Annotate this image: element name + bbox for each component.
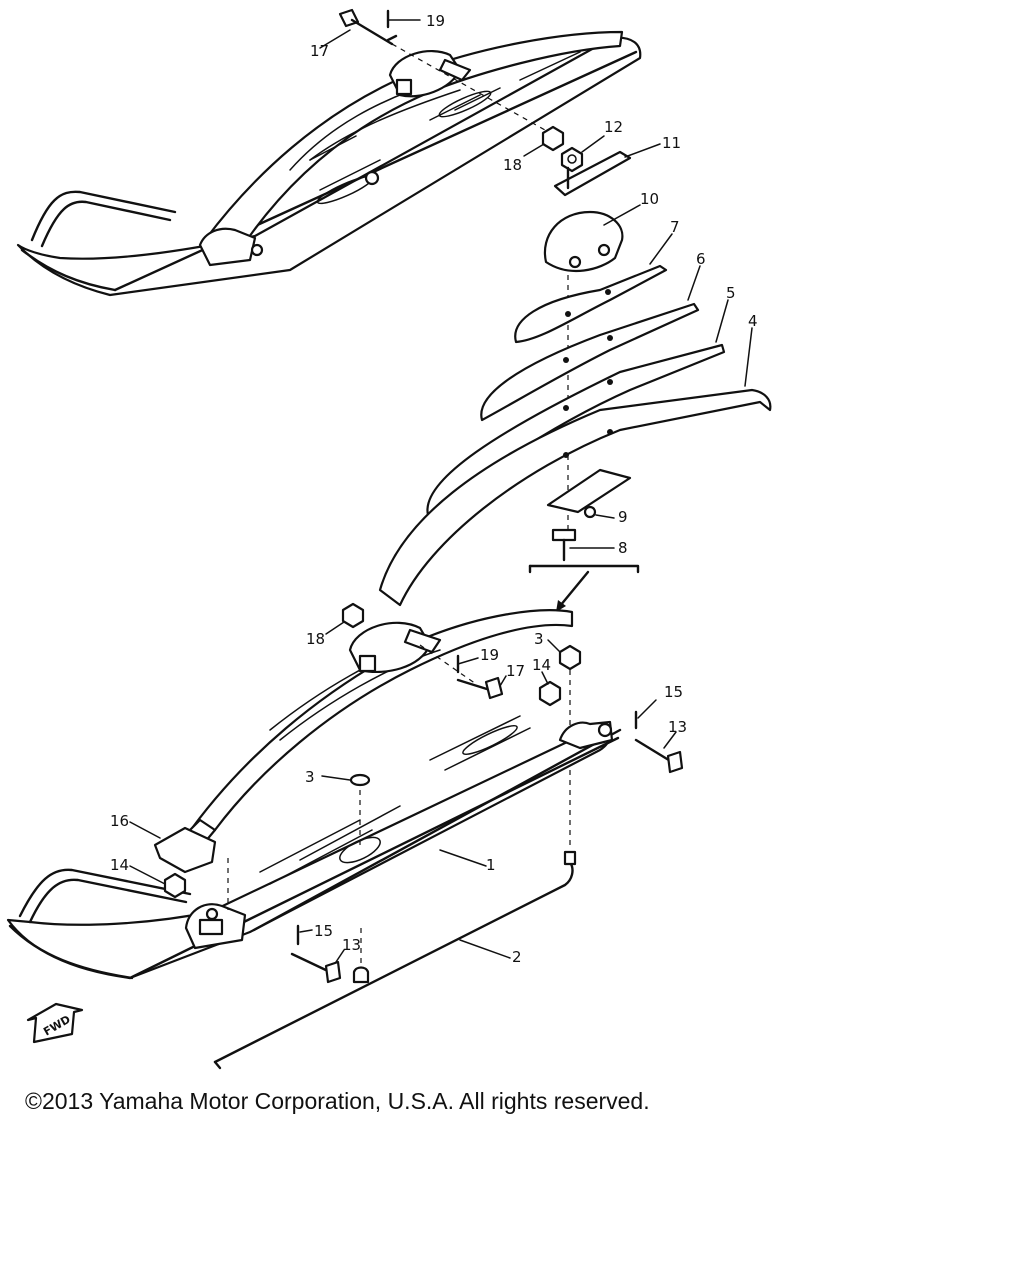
- ski-assembly-diagram: FWD 19 17 12 11 18 10 7 6 5 4 9 8 18 3 1…: [6, 8, 772, 1070]
- callout-18-top: 18: [503, 156, 522, 174]
- callout-16: 16: [110, 812, 129, 830]
- callout-11: 11: [662, 134, 681, 152]
- callout-15-right: 15: [664, 683, 683, 701]
- callout-14-left: 14: [110, 856, 129, 874]
- copyright-notice: ©2013 Yamaha Motor Corporation, U.S.A. A…: [25, 1088, 650, 1114]
- callout-14-right: 14: [532, 656, 551, 674]
- fwd-arrow-icon: FWD: [26, 1002, 84, 1044]
- callout-17-lower: 17: [506, 662, 525, 680]
- callout-5: 5: [726, 284, 736, 302]
- callout-15-left: 15: [314, 922, 333, 940]
- callout-9: 9: [618, 508, 628, 526]
- callout-13-left: 13: [342, 936, 361, 954]
- callout-7: 7: [670, 218, 680, 236]
- callout-19-top: 19: [426, 12, 445, 30]
- callout-17-top: 17: [310, 42, 329, 60]
- callout-labels: 19 17 12 11 18 10 7 6 5 4 9 8 18 3 19 17…: [110, 12, 758, 966]
- lower-ski-assembly: [6, 602, 684, 1070]
- callout-3-top: 3: [534, 630, 544, 648]
- callout-6: 6: [696, 250, 706, 268]
- callout-1: 1: [486, 856, 496, 874]
- callout-2: 2: [512, 948, 522, 966]
- callout-10: 10: [640, 190, 659, 208]
- callout-12: 12: [604, 118, 623, 136]
- callout-4: 4: [748, 312, 758, 330]
- exploded-parts: [378, 135, 772, 612]
- callout-3-center: 3: [305, 768, 315, 786]
- upper-ski-assembly: [16, 8, 642, 297]
- callout-18-lower: 18: [306, 630, 325, 648]
- callout-19-lower: 19: [480, 646, 499, 664]
- callout-13-right: 13: [668, 718, 687, 736]
- callout-8: 8: [618, 539, 628, 557]
